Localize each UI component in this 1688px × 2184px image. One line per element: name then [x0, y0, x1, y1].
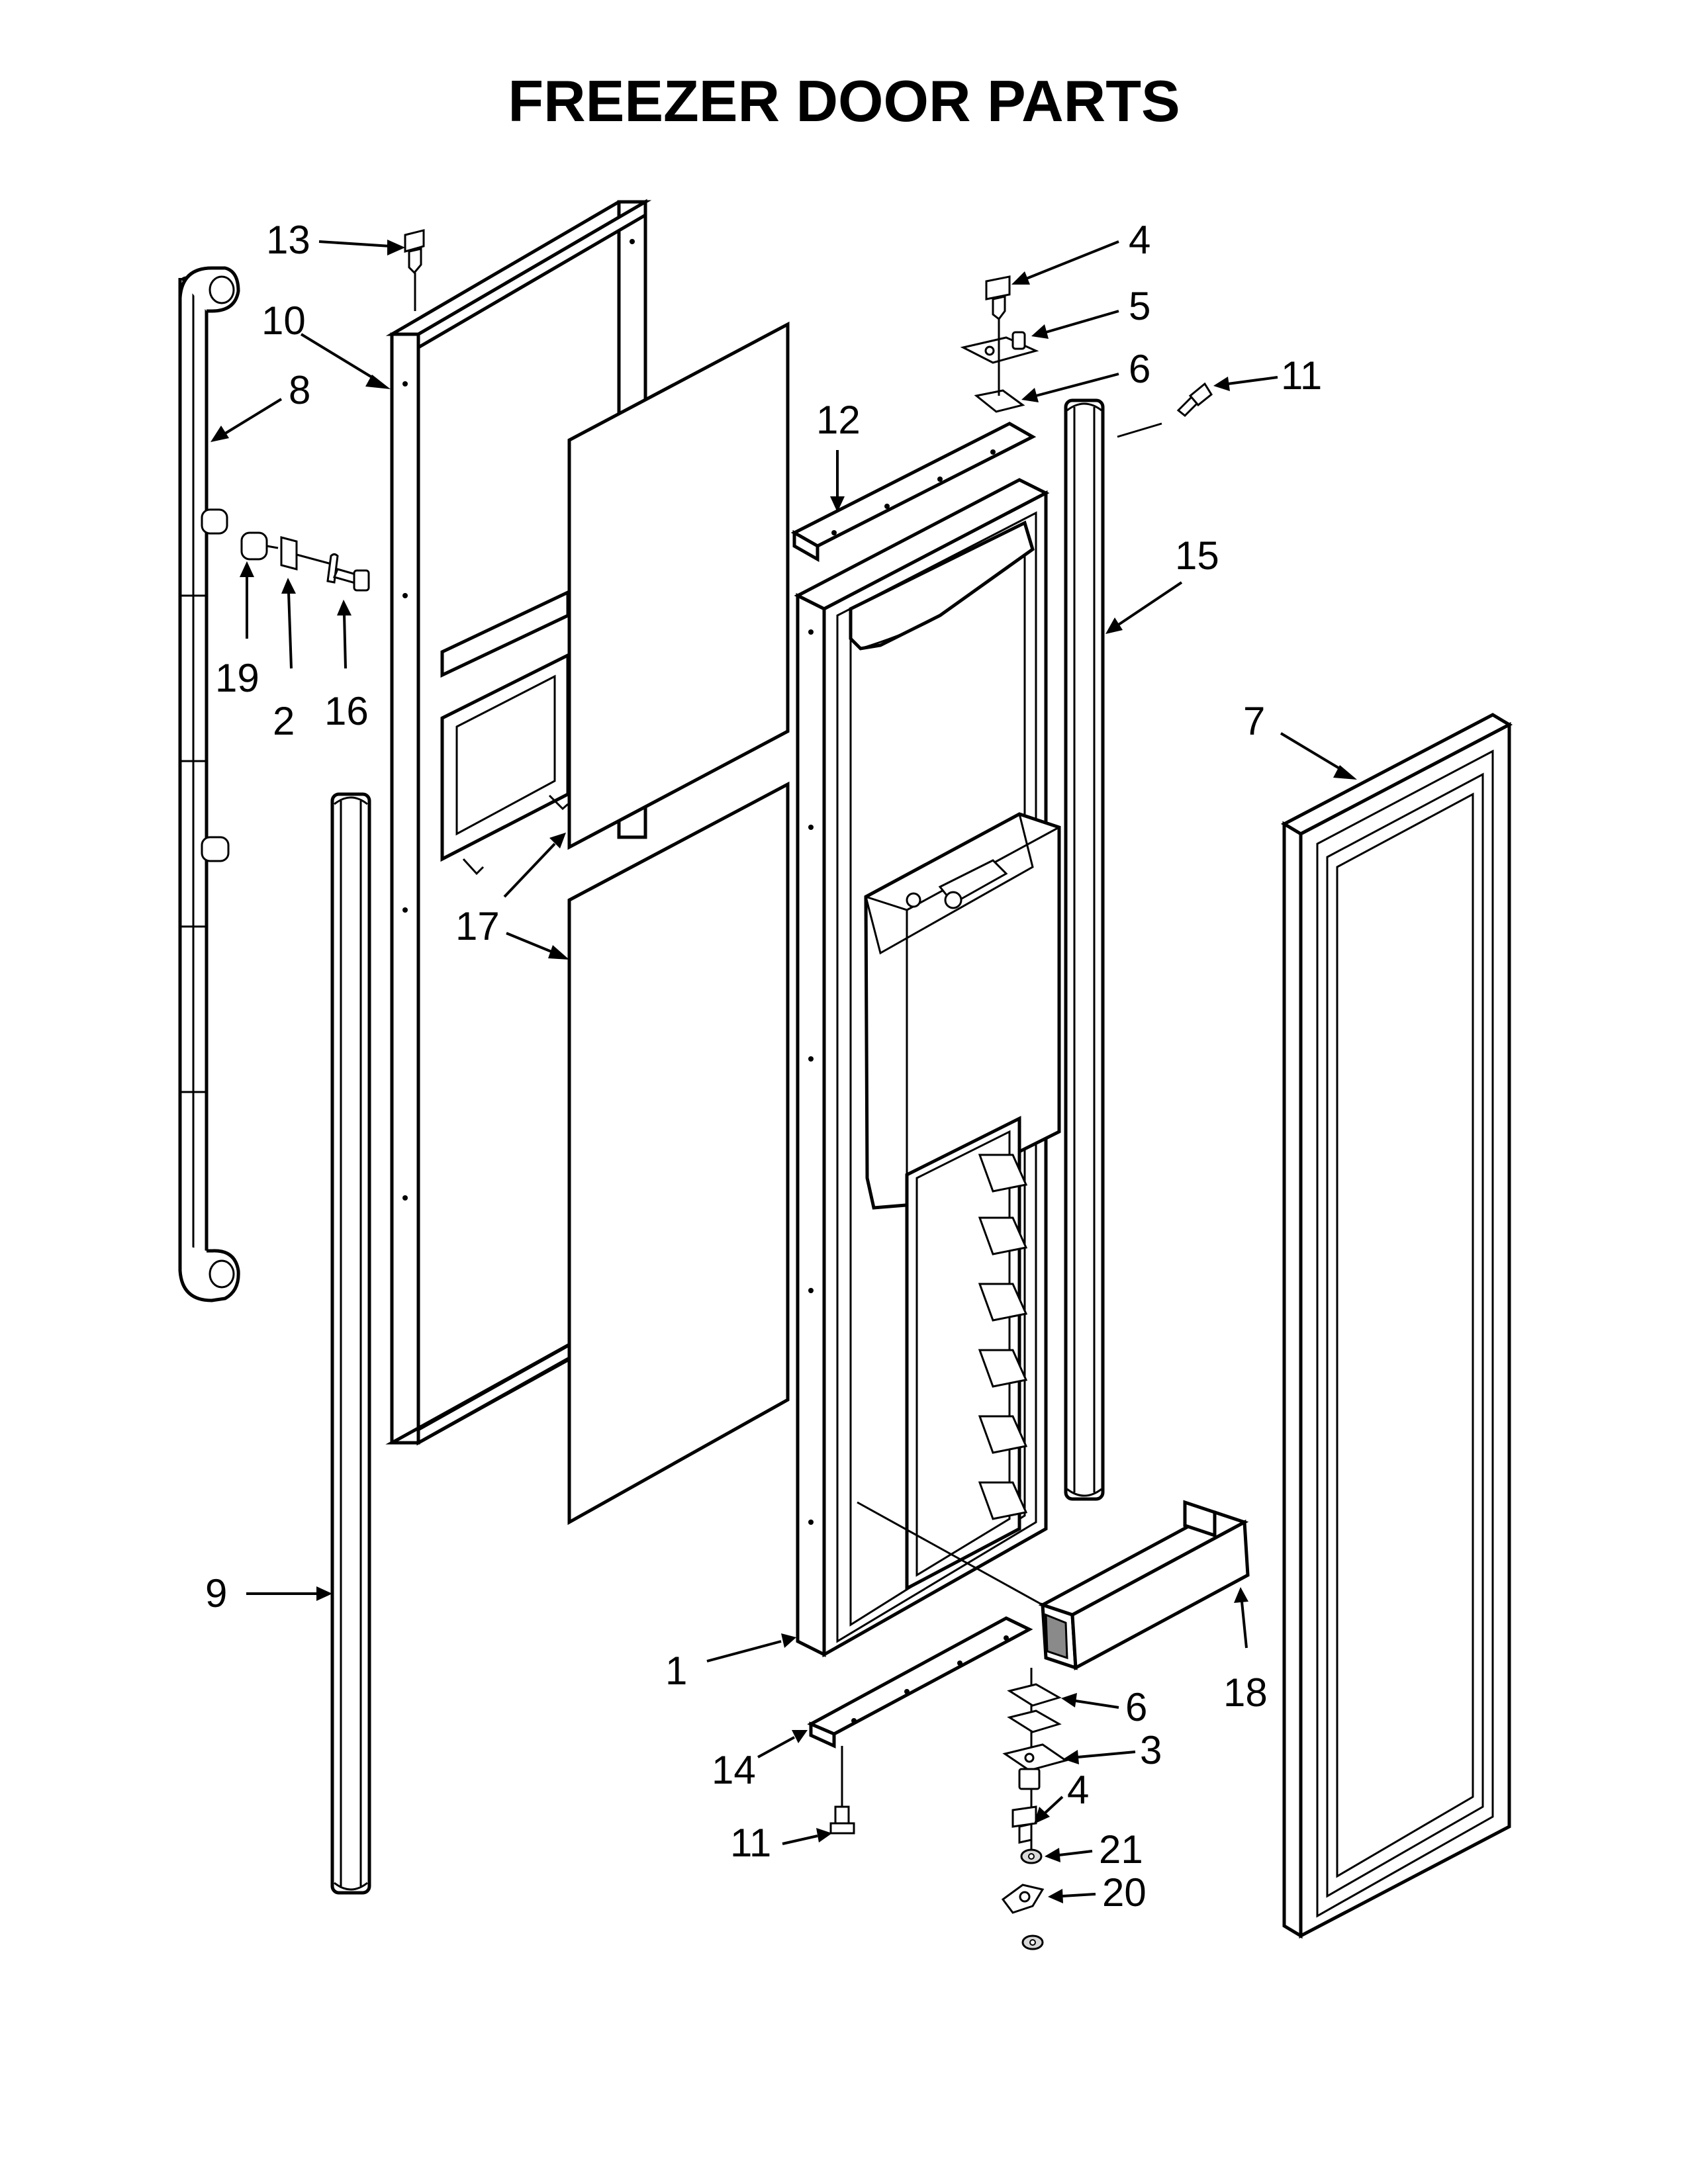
- callout-21: 21: [1099, 1827, 1143, 1872]
- callout-20: 20: [1102, 1870, 1147, 1915]
- part-top-hinge-hardware: [960, 275, 1039, 413]
- part-right-trim: [1064, 398, 1105, 1501]
- part-left-trim: [330, 792, 371, 1895]
- callout-14: 14: [712, 1748, 756, 1792]
- callout-15: 15: [1175, 533, 1219, 578]
- part-top-strip: [790, 422, 1037, 563]
- leader-lines: [211, 240, 1357, 1903]
- page-title: FREEZER DOOR PARTS: [508, 68, 1180, 134]
- callout-12: 12: [816, 398, 861, 442]
- callout-7: 7: [1243, 699, 1265, 743]
- part-door-bin: [857, 1500, 1250, 1671]
- callout-4-top: 4: [1129, 218, 1150, 262]
- callout-3: 3: [1140, 1728, 1162, 1772]
- callout-19: 19: [215, 656, 259, 700]
- callout-5: 5: [1129, 284, 1150, 328]
- callout-11-bottom: 11: [730, 1821, 771, 1865]
- callout-labels: 13 10 8 19 2 16 17 9 4 5 6 11 12 15 7 1 …: [205, 218, 1322, 1915]
- part-screw-11-top: [1117, 382, 1213, 438]
- part-handle-hardware: [240, 531, 370, 592]
- part-screw-13: [404, 229, 425, 311]
- callout-16: 16: [324, 689, 369, 733]
- callout-11-top: 11: [1281, 353, 1322, 398]
- callout-18: 18: [1223, 1670, 1268, 1715]
- part-insulation-panels: [567, 321, 790, 1525]
- part-handle: [178, 266, 240, 1302]
- part-door-liner: [794, 478, 1061, 1658]
- callout-1: 1: [665, 1649, 687, 1693]
- callout-9: 9: [205, 1571, 227, 1615]
- part-door-gasket: [1280, 713, 1513, 1939]
- callout-10: 10: [261, 298, 306, 343]
- callout-17: 17: [455, 904, 500, 948]
- part-bottom-strip: [807, 1616, 1033, 1749]
- callout-13: 13: [266, 218, 310, 262]
- callout-6-top: 6: [1129, 347, 1150, 391]
- callout-2: 2: [273, 699, 295, 743]
- callout-8: 8: [289, 368, 310, 412]
- callout-4-bottom: 4: [1067, 1768, 1089, 1812]
- callout-6-bottom: 6: [1125, 1685, 1147, 1729]
- part-screw-11-bottom: [829, 1746, 855, 1835]
- part-bottom-hinge-hardware: [1001, 1668, 1068, 1950]
